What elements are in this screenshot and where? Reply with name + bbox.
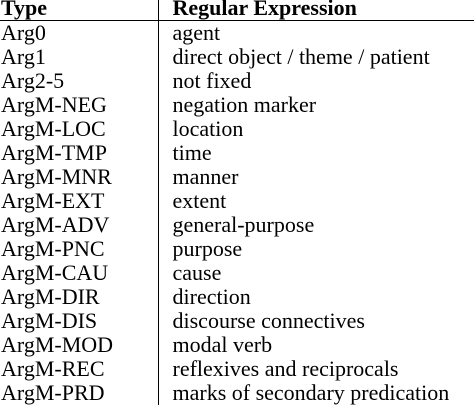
type-cell: ArgM-MOD <box>0 333 159 357</box>
description-cell: manner <box>172 165 239 189</box>
table-row: ArgM-PNC purpose <box>0 237 474 261</box>
description-cell: cause <box>172 261 222 285</box>
table-row: ArgM-MOD modal verb <box>0 333 474 357</box>
type-cell: ArgM-NEG <box>0 93 159 117</box>
description-cell: extent <box>172 189 227 213</box>
description-cell: direction <box>172 285 251 309</box>
header-type: Type <box>0 0 159 21</box>
table-row: Arg0 agent <box>0 20 474 45</box>
type-cell: Arg2-5 <box>0 69 159 93</box>
table-row: Arg1 direct object / theme / patient <box>0 45 474 69</box>
description-cell: discourse connectives <box>172 309 365 333</box>
table-row: ArgM-TMP time <box>0 141 474 165</box>
table-header: Type Regular Expression <box>0 0 474 21</box>
table-row: ArgM-NEG negation marker <box>0 93 474 117</box>
description-cell: location <box>172 117 244 141</box>
table-body: Arg0 agent Arg1 direct object / theme / … <box>0 20 474 405</box>
header-row: Type Regular Expression <box>0 0 474 21</box>
type-cell: Arg1 <box>0 45 159 69</box>
table-row: ArgM-PRD marks of secondary predication <box>0 381 474 405</box>
type-cell: ArgM-TMP <box>0 141 159 165</box>
table-row: Arg2-5 not fixed <box>0 69 474 93</box>
type-cell: ArgM-ADV <box>0 213 159 237</box>
type-cell: ArgM-DIR <box>0 285 159 309</box>
header-regular-expression: Regular Expression <box>158 0 474 21</box>
type-cell: ArgM-PNC <box>0 237 159 261</box>
table-row: ArgM-MNR manner <box>0 165 474 189</box>
description-cell: negation marker <box>172 93 317 117</box>
type-cell: ArgM-LOC <box>0 117 159 141</box>
description-cell: not fixed <box>172 69 252 93</box>
description-cell: marks of secondary predication <box>172 381 450 405</box>
type-cell: ArgM-DIS <box>0 309 159 333</box>
table-row: ArgM-CAU cause <box>0 261 474 285</box>
table-row: ArgM-ADV general-purpose <box>0 213 474 237</box>
description-cell: purpose <box>172 237 243 261</box>
table-row: ArgM-REC reflexives and reciprocals <box>0 357 474 381</box>
description-cell: time <box>172 141 212 165</box>
table-row: ArgM-EXT extent <box>0 189 474 213</box>
type-cell: ArgM-MNR <box>0 165 159 189</box>
type-cell: ArgM-REC <box>0 357 159 381</box>
description-cell: modal verb <box>172 333 273 357</box>
type-cell: ArgM-PRD <box>0 381 159 405</box>
description-cell: direct object / theme / patient <box>172 45 430 69</box>
table-row: ArgM-DIR direction <box>0 285 474 309</box>
type-cell: Arg0 <box>0 20 159 45</box>
table-row: ArgM-LOC location <box>0 117 474 141</box>
description-cell: reflexives and reciprocals <box>172 357 399 381</box>
description-cell: agent <box>172 20 221 45</box>
description-cell: general-purpose <box>172 213 315 237</box>
type-cell: ArgM-CAU <box>0 261 159 285</box>
table-row: ArgM-DIS discourse connectives <box>0 309 474 333</box>
type-cell: ArgM-EXT <box>0 189 159 213</box>
